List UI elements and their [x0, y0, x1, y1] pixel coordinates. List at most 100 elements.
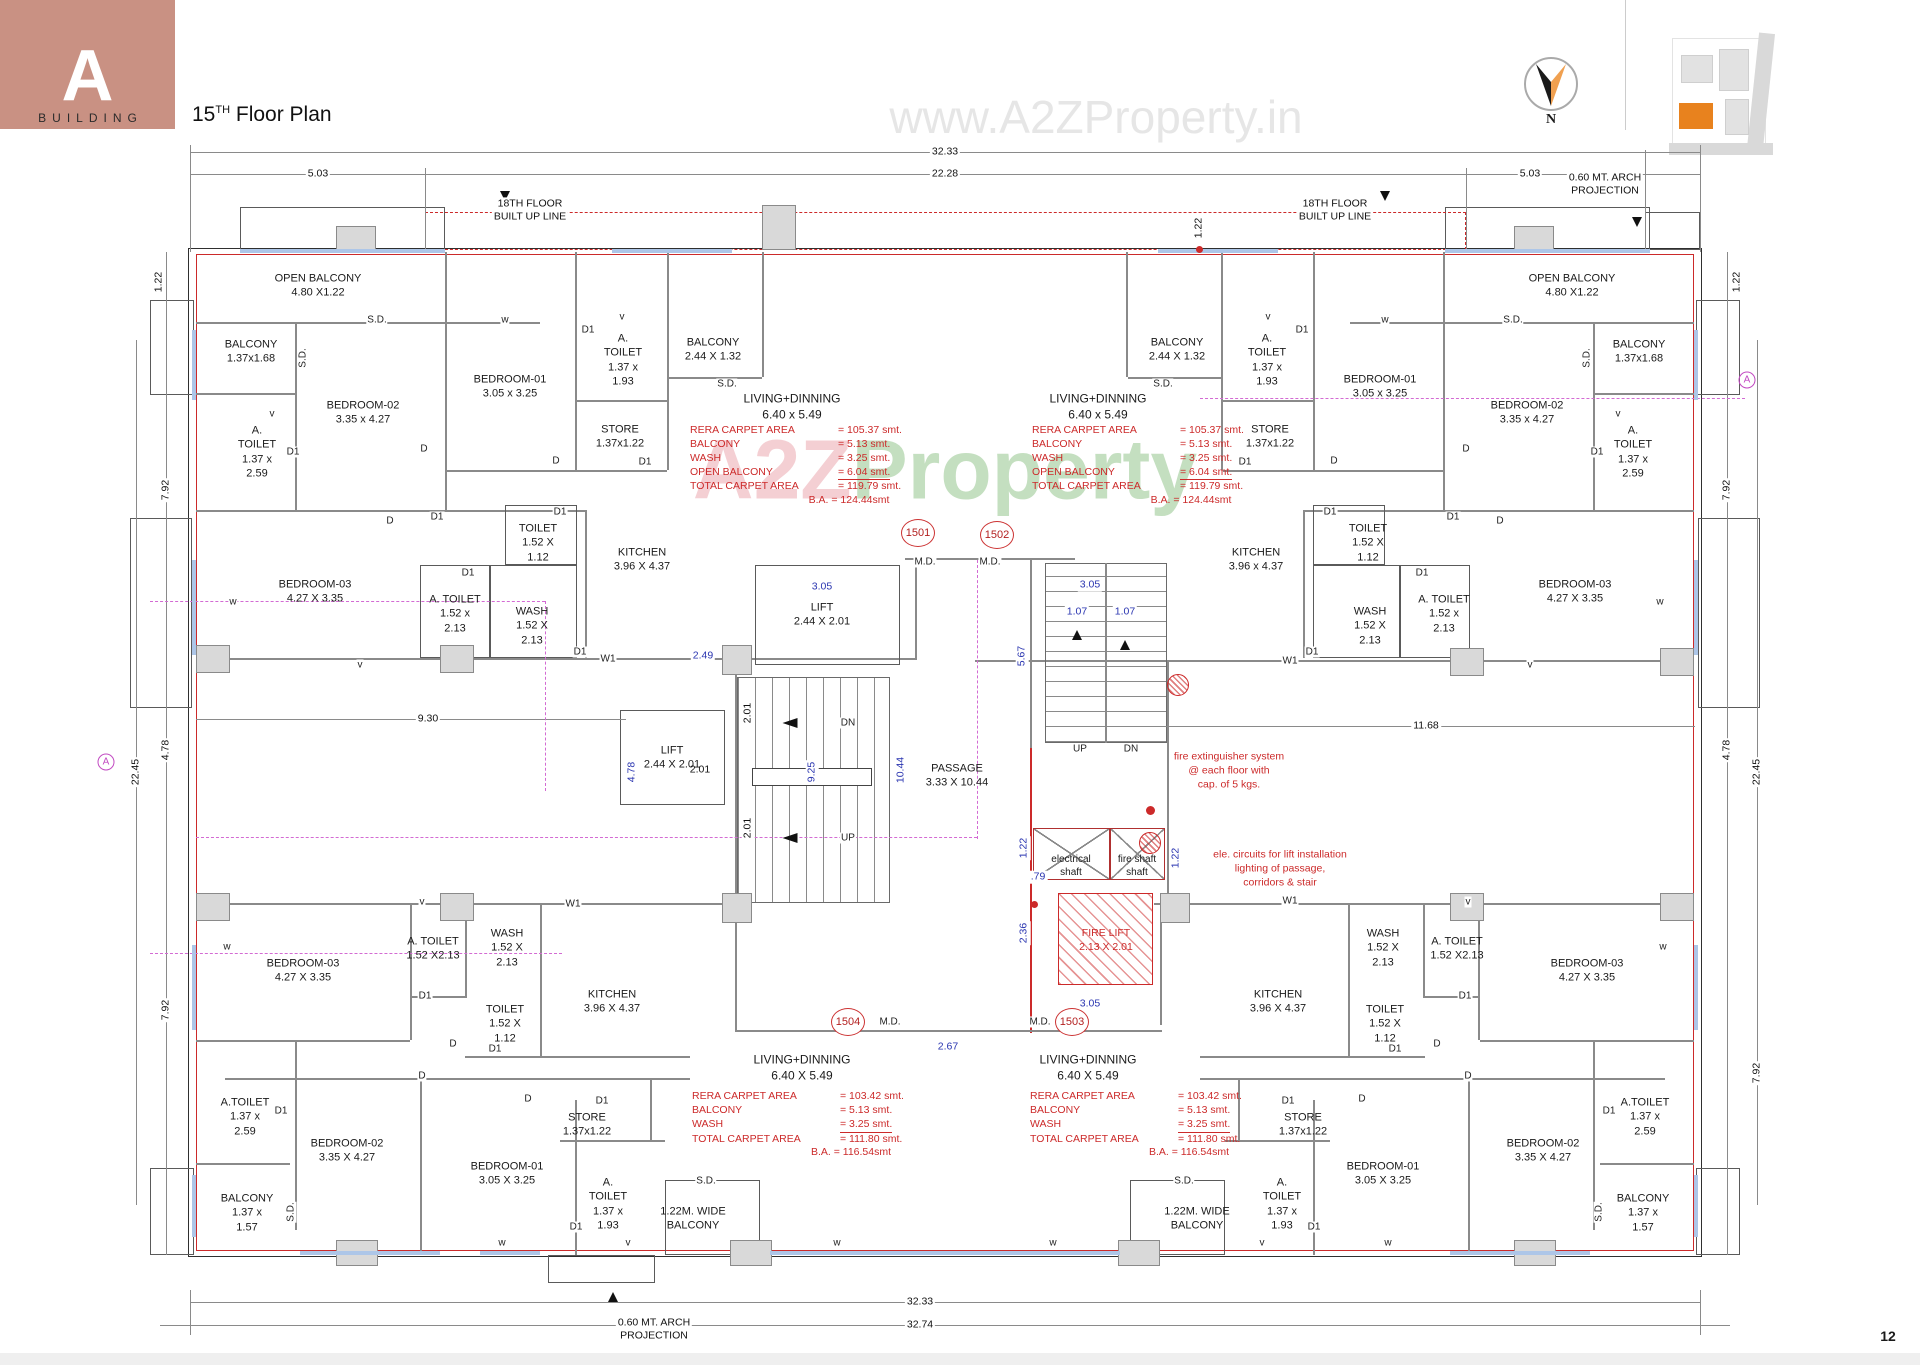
- wall-segment: [1223, 400, 1315, 402]
- marker-label: W1: [599, 653, 617, 665]
- rera-row: OPEN BALCONY= 6.04 smt.: [690, 466, 938, 481]
- column: [1660, 648, 1694, 676]
- window-strip: [1450, 1251, 1590, 1255]
- room-label: A. TOILET 1.37 x 1.93: [588, 1176, 628, 1232]
- header-divider: [1625, 0, 1626, 130]
- wall-segment: [1313, 505, 1385, 565]
- column: [722, 893, 752, 923]
- marker-label: M.D.: [978, 556, 1002, 568]
- marker-label: w: [1383, 1237, 1393, 1249]
- marker-label: w: [228, 596, 238, 608]
- window-strip: [192, 945, 196, 1030]
- dimension-label: 32.74: [904, 1318, 936, 1332]
- dimension-label: 3.05: [809, 580, 835, 594]
- wall-segment: [1645, 150, 1646, 250]
- rera-row: TOTAL CARPET AREA= 119.79 smt.: [1032, 480, 1244, 493]
- wall-segment: [1128, 377, 1223, 379]
- rera-ba-line: B.A. = 124.44smt: [1150, 494, 1232, 507]
- wall-segment: [1223, 470, 1445, 472]
- wall-segment: [1696, 300, 1740, 395]
- dimension-label: 1.22: [152, 269, 166, 295]
- section-marker: A: [1738, 371, 1756, 389]
- marker-label: M.D.: [878, 1016, 902, 1028]
- site-base-band: [1669, 143, 1773, 155]
- room-label: BEDROOM-02 3.35 X 4.27: [310, 1137, 384, 1164]
- wall-segment: [490, 565, 577, 658]
- wall-segment: [650, 1078, 652, 1140]
- marker-label: D1: [429, 511, 445, 523]
- wall-segment: [1200, 1078, 1470, 1080]
- room-label: BEDROOM-02 3.35 X 4.27: [1506, 1137, 1580, 1164]
- wall-segment: [445, 470, 667, 472]
- wall-segment: [1466, 168, 1467, 252]
- marker-label: D: [1495, 515, 1505, 527]
- wall-segment: [188, 248, 1702, 1257]
- marker-label: DN: [1122, 743, 1140, 755]
- unit-number: 1501: [901, 519, 935, 547]
- arrow-icon: [1072, 630, 1082, 640]
- dimension-label: .79: [1028, 870, 1048, 884]
- room-label: A. TOILET 1.52 X2.13: [406, 935, 460, 962]
- room-label: BEDROOM-03 4.27 X 3.35: [1538, 578, 1612, 605]
- room-label: BALCONY 2.44 X 1.32: [1148, 336, 1206, 363]
- room-label: LIVING+DINNING 6.40 X 5.49: [1039, 1052, 1137, 1082]
- room-label: WASH 1.52 X 2.13: [515, 605, 549, 647]
- wall-segment: [196, 719, 626, 720]
- wall-segment: [1645, 212, 1700, 250]
- room-label: STORE 1.37x1.22: [1278, 1111, 1328, 1138]
- dimension-label: 22.45: [1750, 756, 1764, 788]
- window-strip: [192, 1175, 196, 1237]
- marker-label: D1: [417, 990, 433, 1002]
- wall-segment: [196, 1040, 410, 1042]
- marker-label: S.D.: [285, 1201, 297, 1223]
- rera-row: BALCONY= 5.13 smt.: [692, 1103, 893, 1116]
- rera-row: RERA CARPET AREA= 103.42 smt.: [692, 1090, 904, 1102]
- red-dot-marker: [1146, 806, 1155, 815]
- dimension-label: 5.67: [1015, 643, 1029, 669]
- column: [1118, 1240, 1160, 1266]
- room-label: WASH 1.52 X 2.13: [490, 927, 524, 969]
- dimension-label: 2.01: [741, 815, 755, 841]
- window-strip: [1694, 1175, 1698, 1237]
- wall-segment: [420, 1078, 422, 1255]
- room-label: 1.22M. WIDE BALCONY: [1164, 1205, 1230, 1232]
- wall-segment: [1303, 510, 1305, 658]
- marker-label: S.D.: [366, 314, 388, 326]
- wall-segment: [1313, 1100, 1315, 1255]
- wall-segment: [150, 953, 562, 954]
- marker-label: D: [417, 1070, 427, 1082]
- window-strip: [1694, 945, 1698, 1030]
- marker-label: D1: [552, 506, 568, 518]
- marker-label: S.D.: [1502, 314, 1524, 326]
- wall-segment: [915, 558, 917, 660]
- unit-number: 1503: [1055, 1008, 1089, 1036]
- room-label: A. TOILET 1.37 x 1.93: [1262, 1176, 1302, 1232]
- column: [440, 645, 474, 673]
- dimension-label: 5.03: [305, 167, 331, 181]
- wall-segment: [150, 601, 545, 602]
- wall-segment: [1600, 1163, 1694, 1165]
- room-label: LIVING+DINNING 6.40 X 5.49: [753, 1052, 851, 1082]
- dimension-label: 18TH FLOOR BUILT UP LINE: [1296, 197, 1374, 223]
- red-annotation: ele. circuits for lift installation ligh…: [1213, 848, 1347, 890]
- dimension-label: 18TH FLOOR BUILT UP LINE: [491, 197, 569, 223]
- red-dot-marker: [1196, 246, 1203, 253]
- wall-segment: [505, 505, 577, 565]
- dimension-label: 1.07: [1112, 605, 1138, 619]
- dimension-label: 7.92: [1750, 1060, 1764, 1086]
- rera-row: RERA CARPET AREA= 103.42 smt.: [1030, 1090, 1242, 1102]
- wall-segment: [667, 252, 669, 470]
- marker-label: v: [1614, 408, 1622, 420]
- rera-row: TOTAL CARPET AREA= 111.80 smt.: [1030, 1132, 1241, 1145]
- rera-ba-line: B.A. = 124.44smt: [808, 494, 890, 507]
- room-label: A.TOILET 1.37 x 2.59: [1620, 1096, 1670, 1138]
- room-label: OPEN BALCONY 4.80 X1.22: [1528, 272, 1616, 299]
- wall-segment: [425, 168, 426, 252]
- dimension-label: 7.92: [159, 477, 173, 503]
- marker-label: D1: [1306, 1221, 1322, 1233]
- wall-segment: [1348, 1056, 1425, 1058]
- wall-segment: [575, 252, 577, 472]
- dimension-label: 3.05: [1077, 578, 1103, 592]
- marker-label: D: [448, 1038, 458, 1050]
- rera-row: RERA CARPET AREA= 105.37 smt.: [690, 424, 902, 436]
